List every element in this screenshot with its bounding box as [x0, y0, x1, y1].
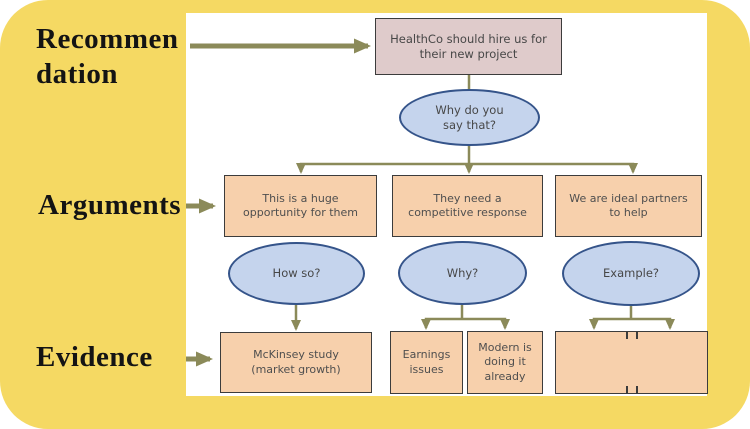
- row-label-evidence: Evidence: [36, 341, 153, 373]
- argument-box-3: We are ideal partners to help: [555, 175, 702, 237]
- evidence-box-modern: Modern is doing it already: [467, 331, 543, 394]
- evidence-box-earnings: Earnings issues: [390, 331, 463, 394]
- question-ellipse-why: Why?: [398, 241, 527, 305]
- question-ellipse-how-so: How so?: [228, 242, 365, 305]
- evidence-box-empty-pair: [555, 331, 708, 394]
- box-divider-tick: [625, 386, 628, 393]
- evidence-box-mckinsey: McKinsey study (market growth): [220, 332, 372, 393]
- box-divider-tick: [635, 386, 638, 393]
- argument-box-2: They need a competitive response: [392, 175, 543, 237]
- evidence-box-empty-1: [556, 332, 632, 393]
- question-ellipse-top: Why do you say that?: [399, 89, 540, 146]
- box-divider-tick: [625, 332, 628, 339]
- box-divider-tick: [635, 332, 638, 339]
- argument-box-1: This is a huge opportunity for them: [224, 175, 377, 237]
- question-ellipse-example: Example?: [562, 241, 700, 306]
- row-label-arguments: Arguments: [38, 189, 182, 221]
- evidence-box-empty-2: [632, 332, 708, 393]
- recommendation-box: HealthCo should hire us for their new pr…: [375, 18, 562, 75]
- row-label-recommendation: Recommen dation: [36, 23, 179, 91]
